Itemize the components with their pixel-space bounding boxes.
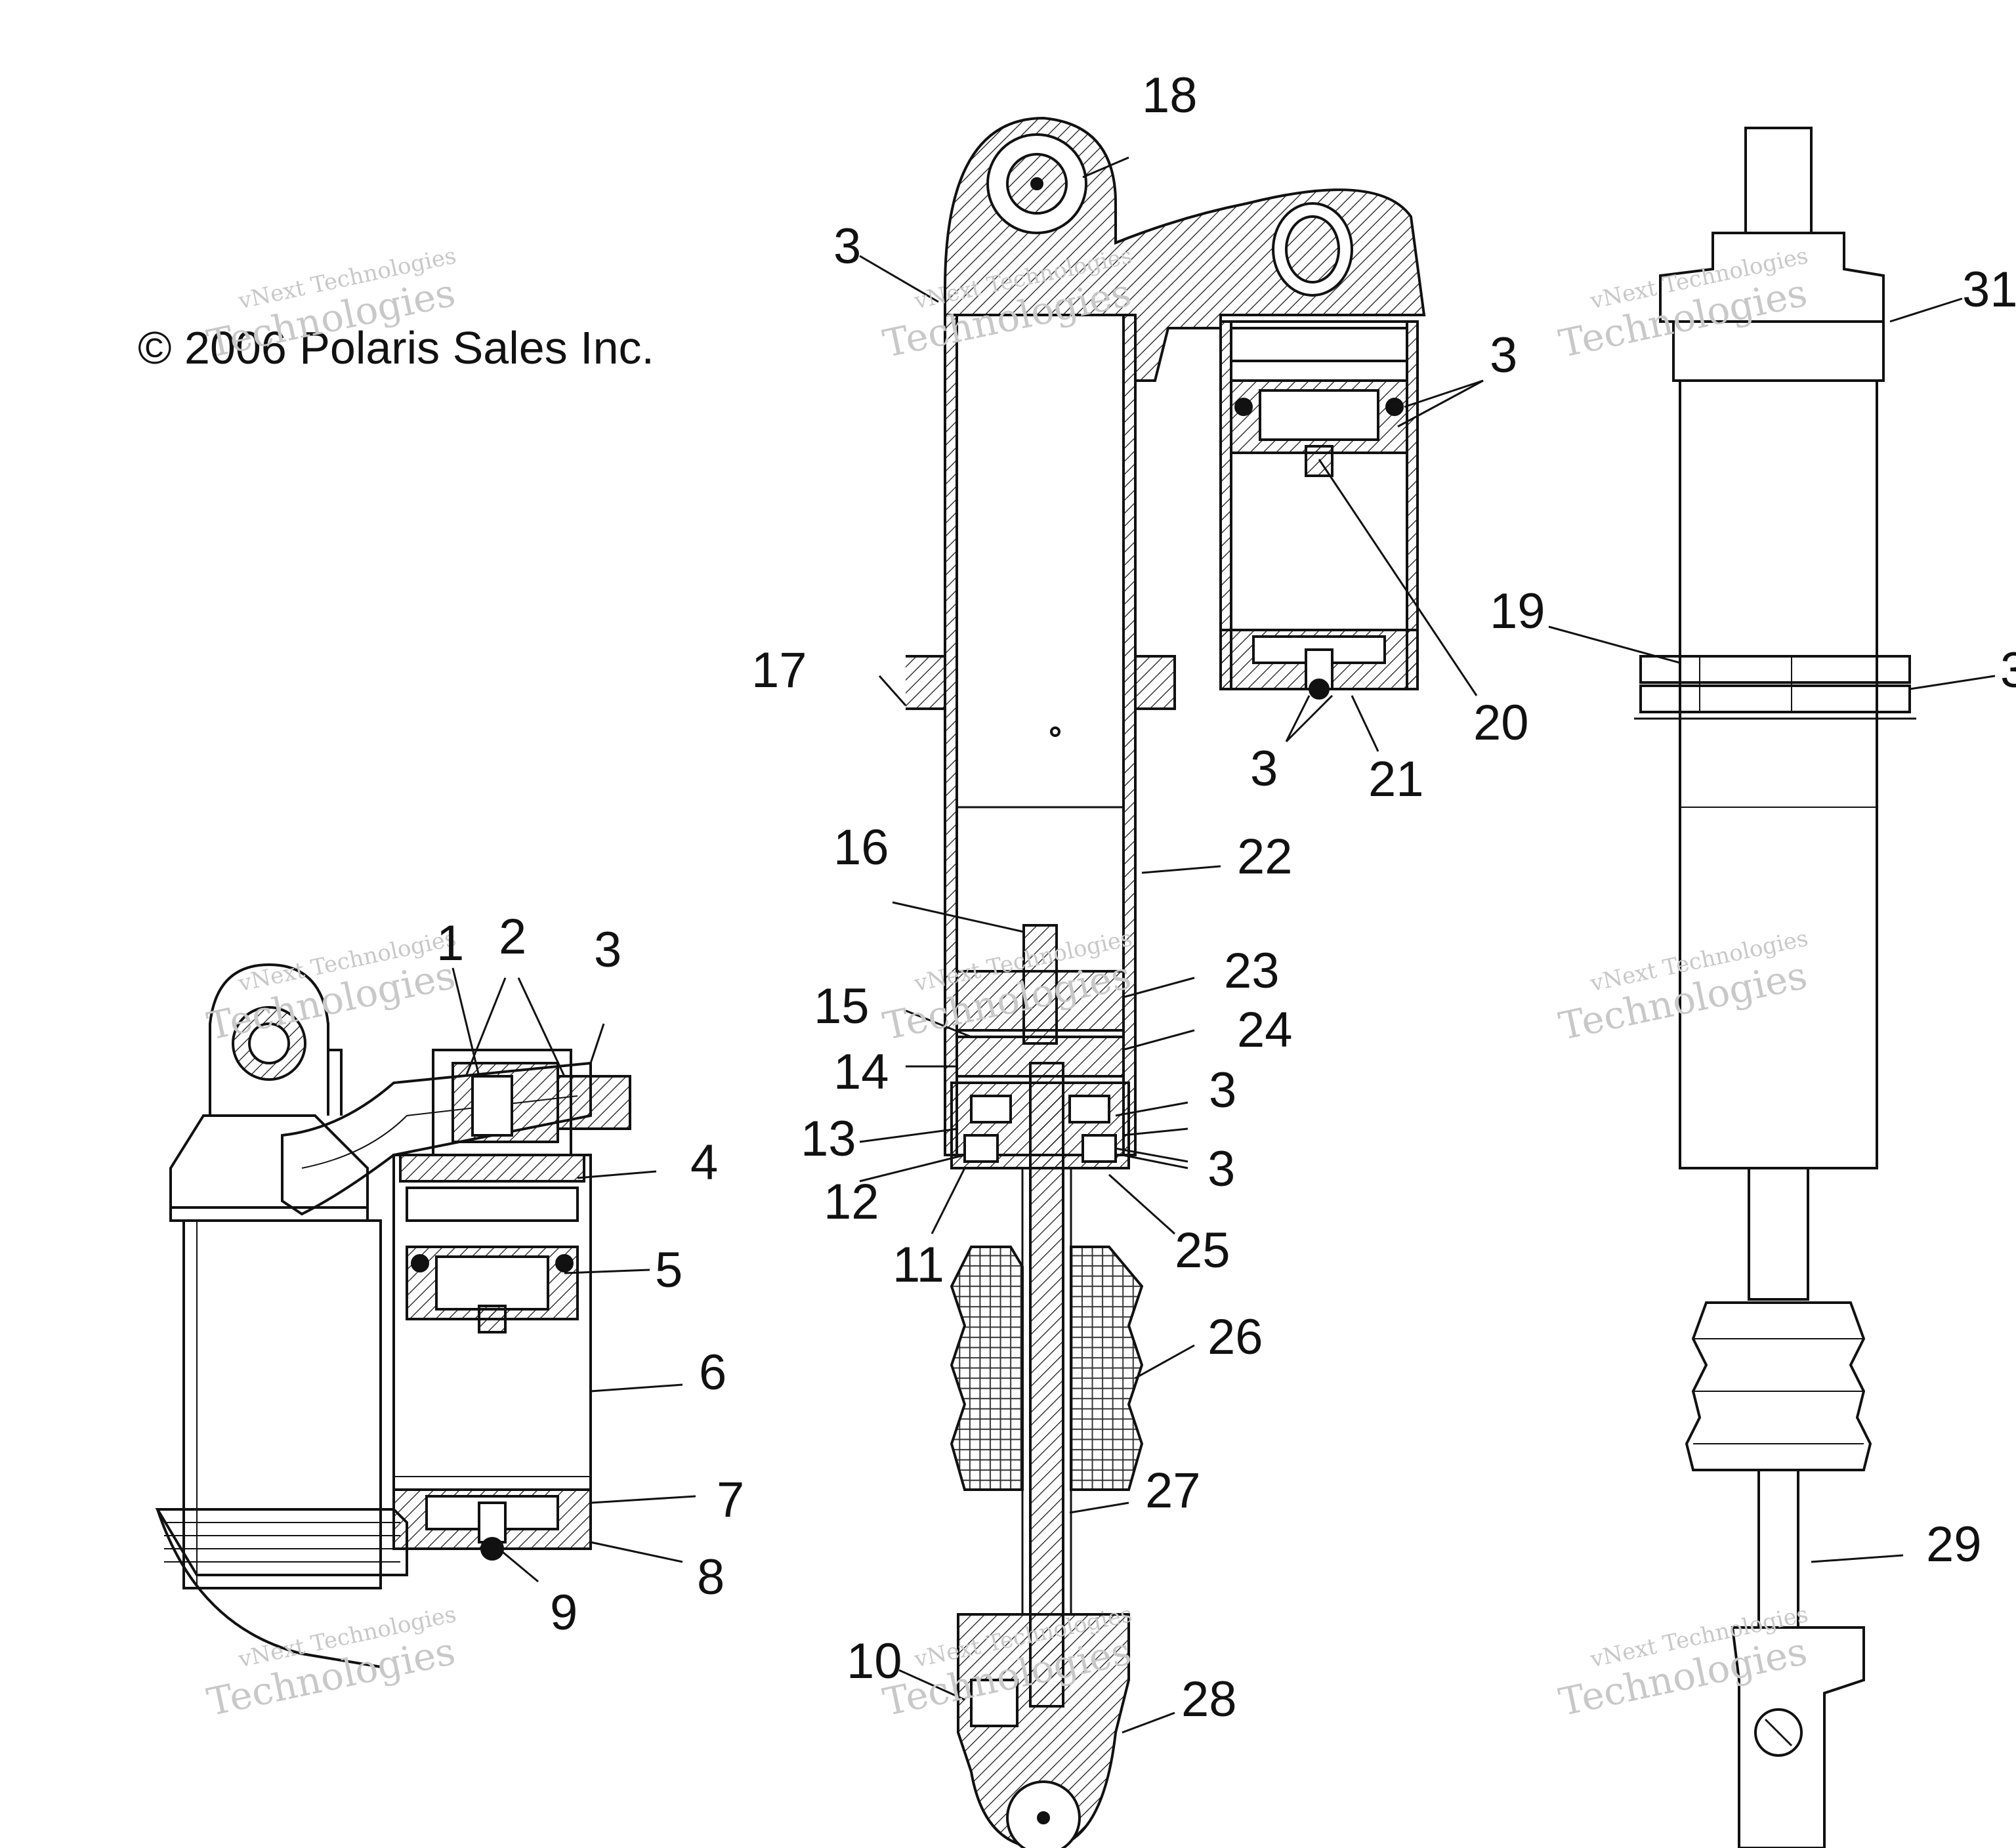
right-bump-stop	[1685, 1301, 1872, 1471]
callout-27: 27	[1145, 1463, 1201, 1519]
callout-17: 17	[751, 642, 807, 698]
piston-nut	[1022, 924, 1058, 1045]
bump-stop-left	[950, 1246, 1024, 1491]
callout-3: 3	[594, 922, 622, 978]
right-shaft-29	[1757, 1469, 1799, 1629]
callout-19: 19	[1490, 583, 1545, 639]
right-upper-shaft	[1748, 1167, 1809, 1301]
callout-13: 13	[801, 1111, 856, 1167]
right-body	[1679, 379, 1878, 1169]
left-top-cap	[169, 1114, 369, 1222]
right-collar-31	[1672, 320, 1885, 382]
callout-12: 12	[824, 1174, 879, 1230]
right-lower-clevis	[1731, 1626, 1865, 1848]
callout-22: 22	[1237, 829, 1293, 885]
callout-15: 15	[814, 978, 870, 1034]
preload-ring-lower	[1639, 684, 1911, 713]
callout-26: 26	[1208, 1309, 1263, 1365]
callout-24: 24	[1237, 1002, 1293, 1058]
callout-6: 6	[699, 1345, 727, 1400]
callout-23: 23	[1224, 943, 1280, 999]
callout-29: 29	[1926, 1517, 1982, 1572]
callout-4: 4	[690, 1135, 719, 1190]
right-upper-stem	[1744, 127, 1813, 234]
callout-2: 2	[499, 909, 527, 965]
right-top-cap	[1659, 232, 1885, 323]
left-eyelet	[209, 963, 329, 1116]
preload-ring-upper	[1639, 655, 1911, 684]
spring-collar-right	[1135, 655, 1176, 710]
callout-18: 18	[1142, 68, 1198, 123]
callout-31: 31	[1962, 262, 2016, 318]
left-body-tube	[182, 1219, 382, 1589]
callout-21: 21	[1368, 751, 1424, 807]
leader-lines	[452, 156, 1996, 1734]
callout-10: 10	[847, 1633, 902, 1689]
callout-3-cut: 3	[2000, 642, 2016, 698]
left-adjuster-knob	[556, 1075, 631, 1130]
callout-3: 3	[833, 219, 862, 274]
left-shock-assembly	[155, 963, 631, 1668]
callout-25: 25	[1175, 1223, 1230, 1278]
callout-3: 3	[1209, 1062, 1237, 1118]
spring-collar-left	[906, 655, 946, 710]
callout-3: 3	[1208, 1141, 1236, 1197]
callout-3: 3	[1490, 327, 1518, 383]
callout-8: 8	[697, 1549, 725, 1605]
right-shock-assembly	[1634, 127, 1916, 1848]
callout-11: 11	[892, 1237, 944, 1293]
bump-stop-right	[1070, 1246, 1144, 1491]
copyright-notice: © 2006 Polaris Sales Inc.	[138, 322, 654, 373]
callout-16: 16	[833, 820, 889, 875]
callout-20: 20	[1473, 695, 1529, 751]
center-shock-assembly	[906, 116, 1426, 1848]
callout-3: 3	[1250, 741, 1278, 797]
shock-shaft	[1029, 1062, 1064, 1708]
callout-28: 28	[1181, 1671, 1237, 1727]
callout-5: 5	[655, 1242, 683, 1298]
callout-9: 9	[550, 1585, 578, 1641]
callout-7: 7	[717, 1472, 745, 1528]
callout-1: 1	[436, 915, 465, 971]
callout-14: 14	[833, 1044, 889, 1100]
